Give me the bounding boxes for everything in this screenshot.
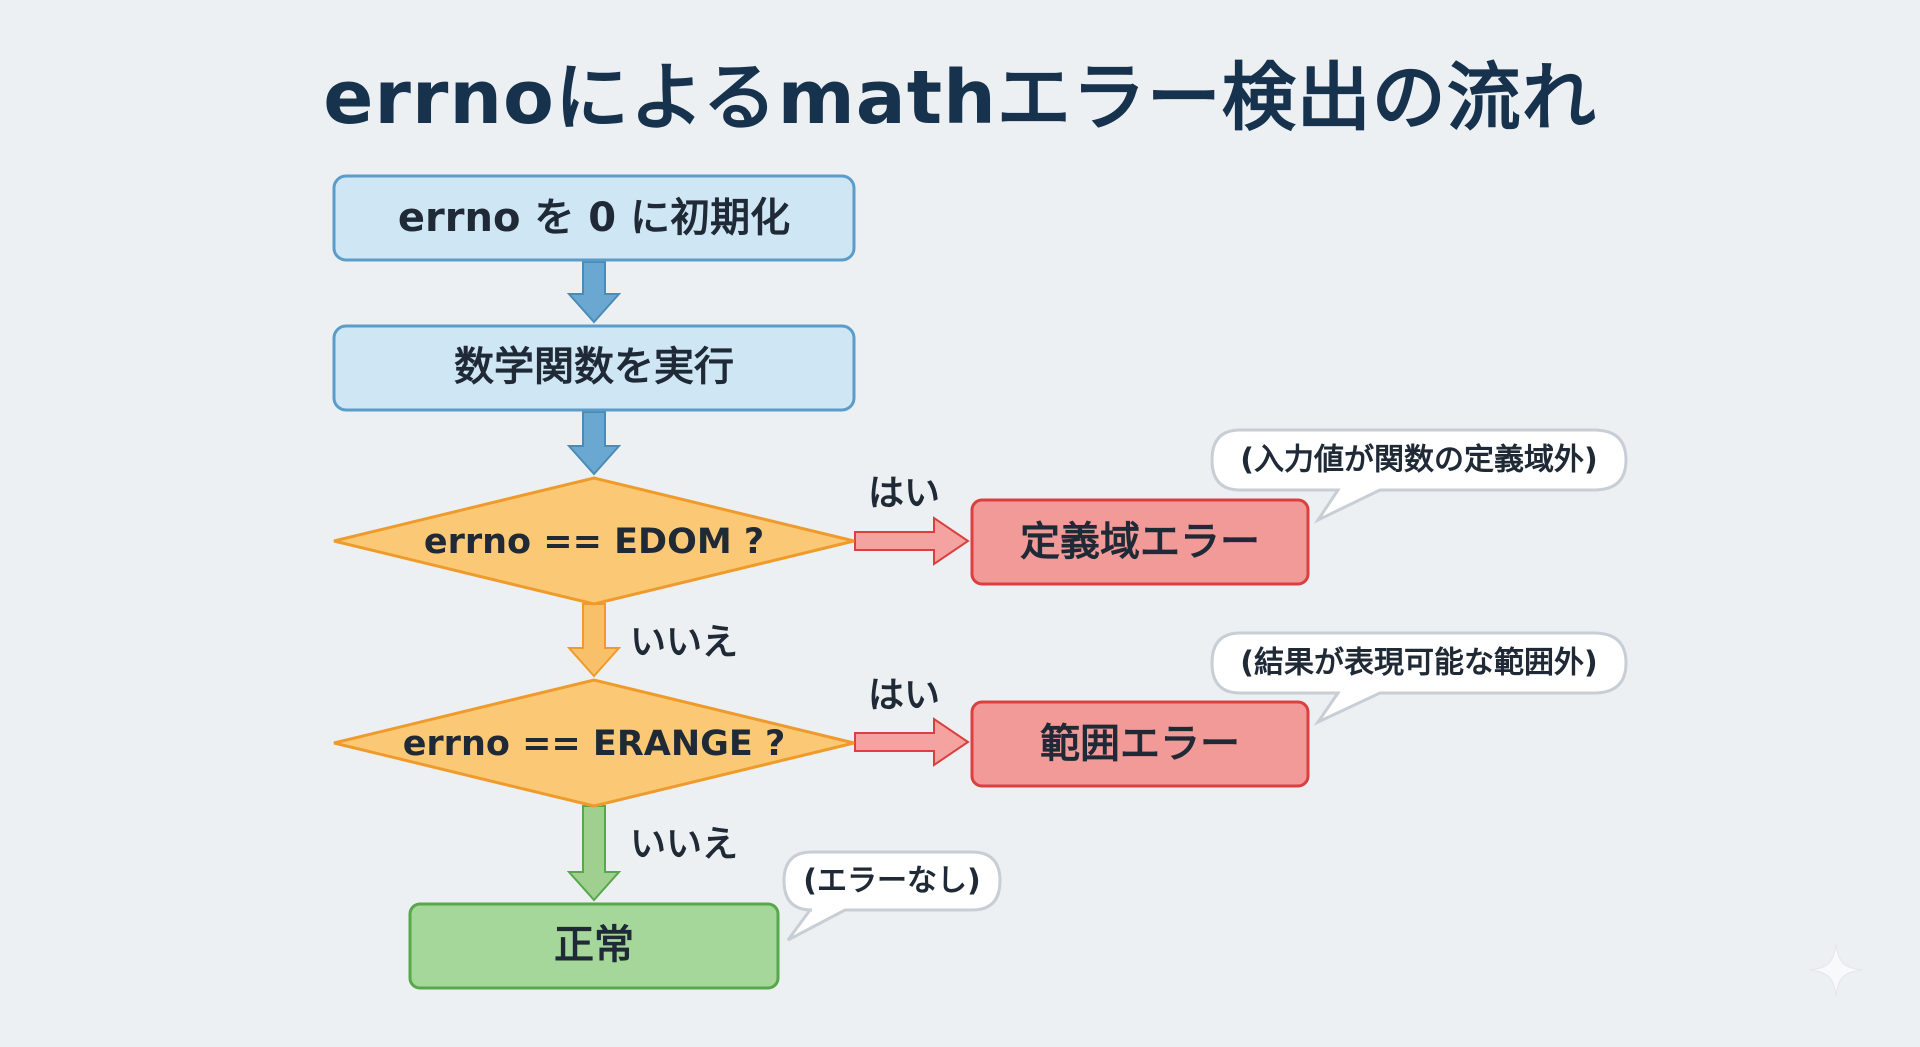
arrow-run-to-edom: [566, 411, 622, 476]
normal-label: 正常: [554, 922, 634, 968]
range-error-box: [970, 700, 1310, 788]
domain-note-bubble: [1210, 428, 1628, 524]
yes-erange-label: はい: [868, 675, 940, 716]
range-note-text: (結果が表現可能な範囲外): [1240, 646, 1597, 681]
domain-note-text: (入力値が関数の定義域外): [1240, 443, 1597, 478]
diagram-title: errnoによるmathエラー検出の流れ: [323, 55, 1597, 141]
run-box: [332, 324, 856, 412]
domain-error-label: 定義域エラー: [1020, 519, 1260, 565]
erange-decision-label: errno == ERANGE ?: [403, 724, 786, 764]
range-note-bubble: [1210, 631, 1628, 726]
sparkle-icon: [1809, 943, 1863, 997]
run-label: 数学関数を実行: [454, 344, 734, 390]
arrow-init-to-run: [566, 261, 622, 324]
normal-note-bubble: [782, 850, 1002, 942]
yes-edom-label: はい: [868, 473, 940, 514]
edom-decision-label: errno == EDOM ?: [424, 522, 764, 562]
arrow-edom-to-erange: [566, 603, 622, 678]
erange-decision: [333, 678, 855, 808]
domain-error-box: [970, 498, 1310, 586]
arrow-edom-to-domain-error: [854, 516, 970, 566]
init-box: [332, 174, 856, 262]
range-error-label: 範囲エラー: [1040, 721, 1240, 767]
arrow-erange-to-range-error: [854, 717, 970, 767]
edom-decision: [333, 476, 855, 606]
no-edom-label: いいえ: [630, 622, 738, 663]
no-erange-label: いいえ: [630, 824, 738, 865]
init-label: errno を 0 に初期化: [398, 195, 790, 241]
normal-box: [408, 902, 780, 990]
arrow-erange-to-normal: [566, 805, 622, 902]
normal-note-text: (エラーなし): [803, 864, 980, 899]
